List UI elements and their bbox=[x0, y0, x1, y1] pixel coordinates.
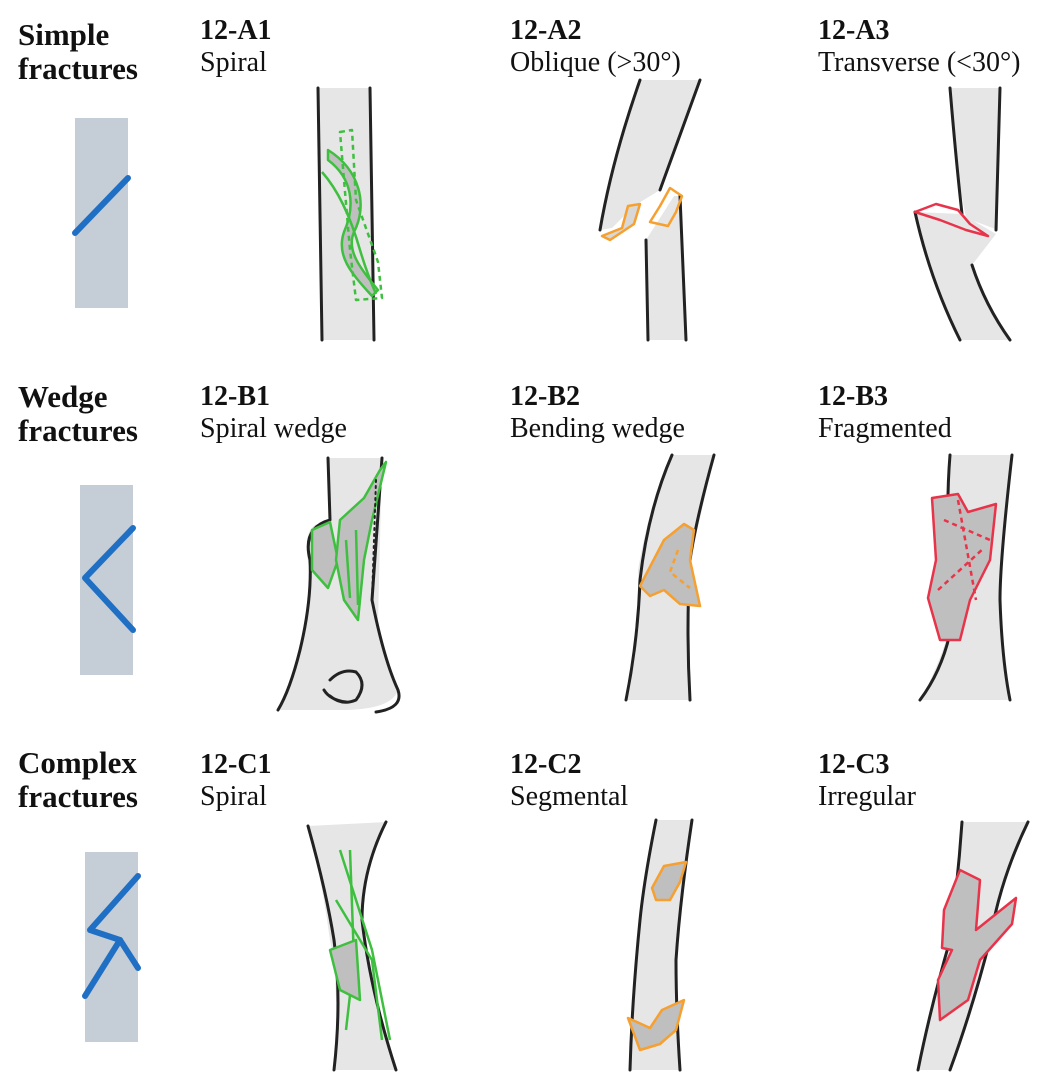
bone-c1-spiral-drawing bbox=[306, 820, 398, 1072]
fracture-code: 12-B1 bbox=[200, 381, 270, 412]
bone-a1-spiral-drawing bbox=[316, 86, 384, 342]
fracture-code: 12-B3 bbox=[818, 381, 888, 412]
fracture-name: Transverse (<30°) bbox=[818, 47, 1021, 78]
fracture-name: Spiral bbox=[200, 781, 267, 812]
row-title-complex: Complex fractures bbox=[18, 746, 138, 814]
fracture-name: Segmental bbox=[510, 781, 629, 812]
schematic-wedge-icon bbox=[80, 485, 136, 675]
fracture-code: 12-C3 bbox=[818, 749, 890, 780]
bone-b1-spiral-wedge-drawing bbox=[276, 456, 401, 714]
fracture-name: Spiral wedge bbox=[200, 413, 347, 444]
bone-a2-oblique-drawing bbox=[598, 78, 702, 342]
row-title-simple: Simple fractures bbox=[18, 18, 138, 86]
fracture-name: Irregular bbox=[818, 781, 916, 812]
row-title-line2: fractures bbox=[18, 779, 138, 814]
row-title-line2: fractures bbox=[18, 51, 138, 86]
bone-c2-segmental-drawing bbox=[626, 818, 694, 1072]
fracture-name: Fragmented bbox=[818, 413, 952, 444]
schematic-simple-icon bbox=[72, 118, 131, 308]
bone-b2-bending-wedge-drawing bbox=[624, 453, 716, 702]
row-title-line1: Wedge bbox=[18, 379, 108, 414]
bone-c3-irregular-drawing bbox=[916, 820, 1030, 1072]
fracture-code: 12-A2 bbox=[510, 15, 582, 46]
fracture-name: Bending wedge bbox=[510, 413, 685, 444]
fracture-code: 12-C1 bbox=[200, 749, 272, 780]
row-title-line2: fractures bbox=[18, 413, 138, 448]
row-title-wedge: Wedge fractures bbox=[18, 380, 138, 448]
bone-a3-transverse-drawing bbox=[913, 86, 1012, 342]
fracture-code: 12-B2 bbox=[510, 381, 580, 412]
fracture-code: 12-C2 bbox=[510, 749, 582, 780]
fracture-name: Oblique (>30°) bbox=[510, 47, 681, 78]
schematic-complex-icon bbox=[82, 852, 141, 1042]
bone-b3-fragmented-drawing bbox=[918, 453, 1014, 702]
row-title-line1: Simple bbox=[18, 17, 110, 52]
fracture-code: 12-A3 bbox=[818, 15, 890, 46]
fracture-code: 12-A1 bbox=[200, 15, 272, 46]
row-title-line1: Complex bbox=[18, 745, 137, 780]
fracture-name: Spiral bbox=[200, 47, 267, 78]
